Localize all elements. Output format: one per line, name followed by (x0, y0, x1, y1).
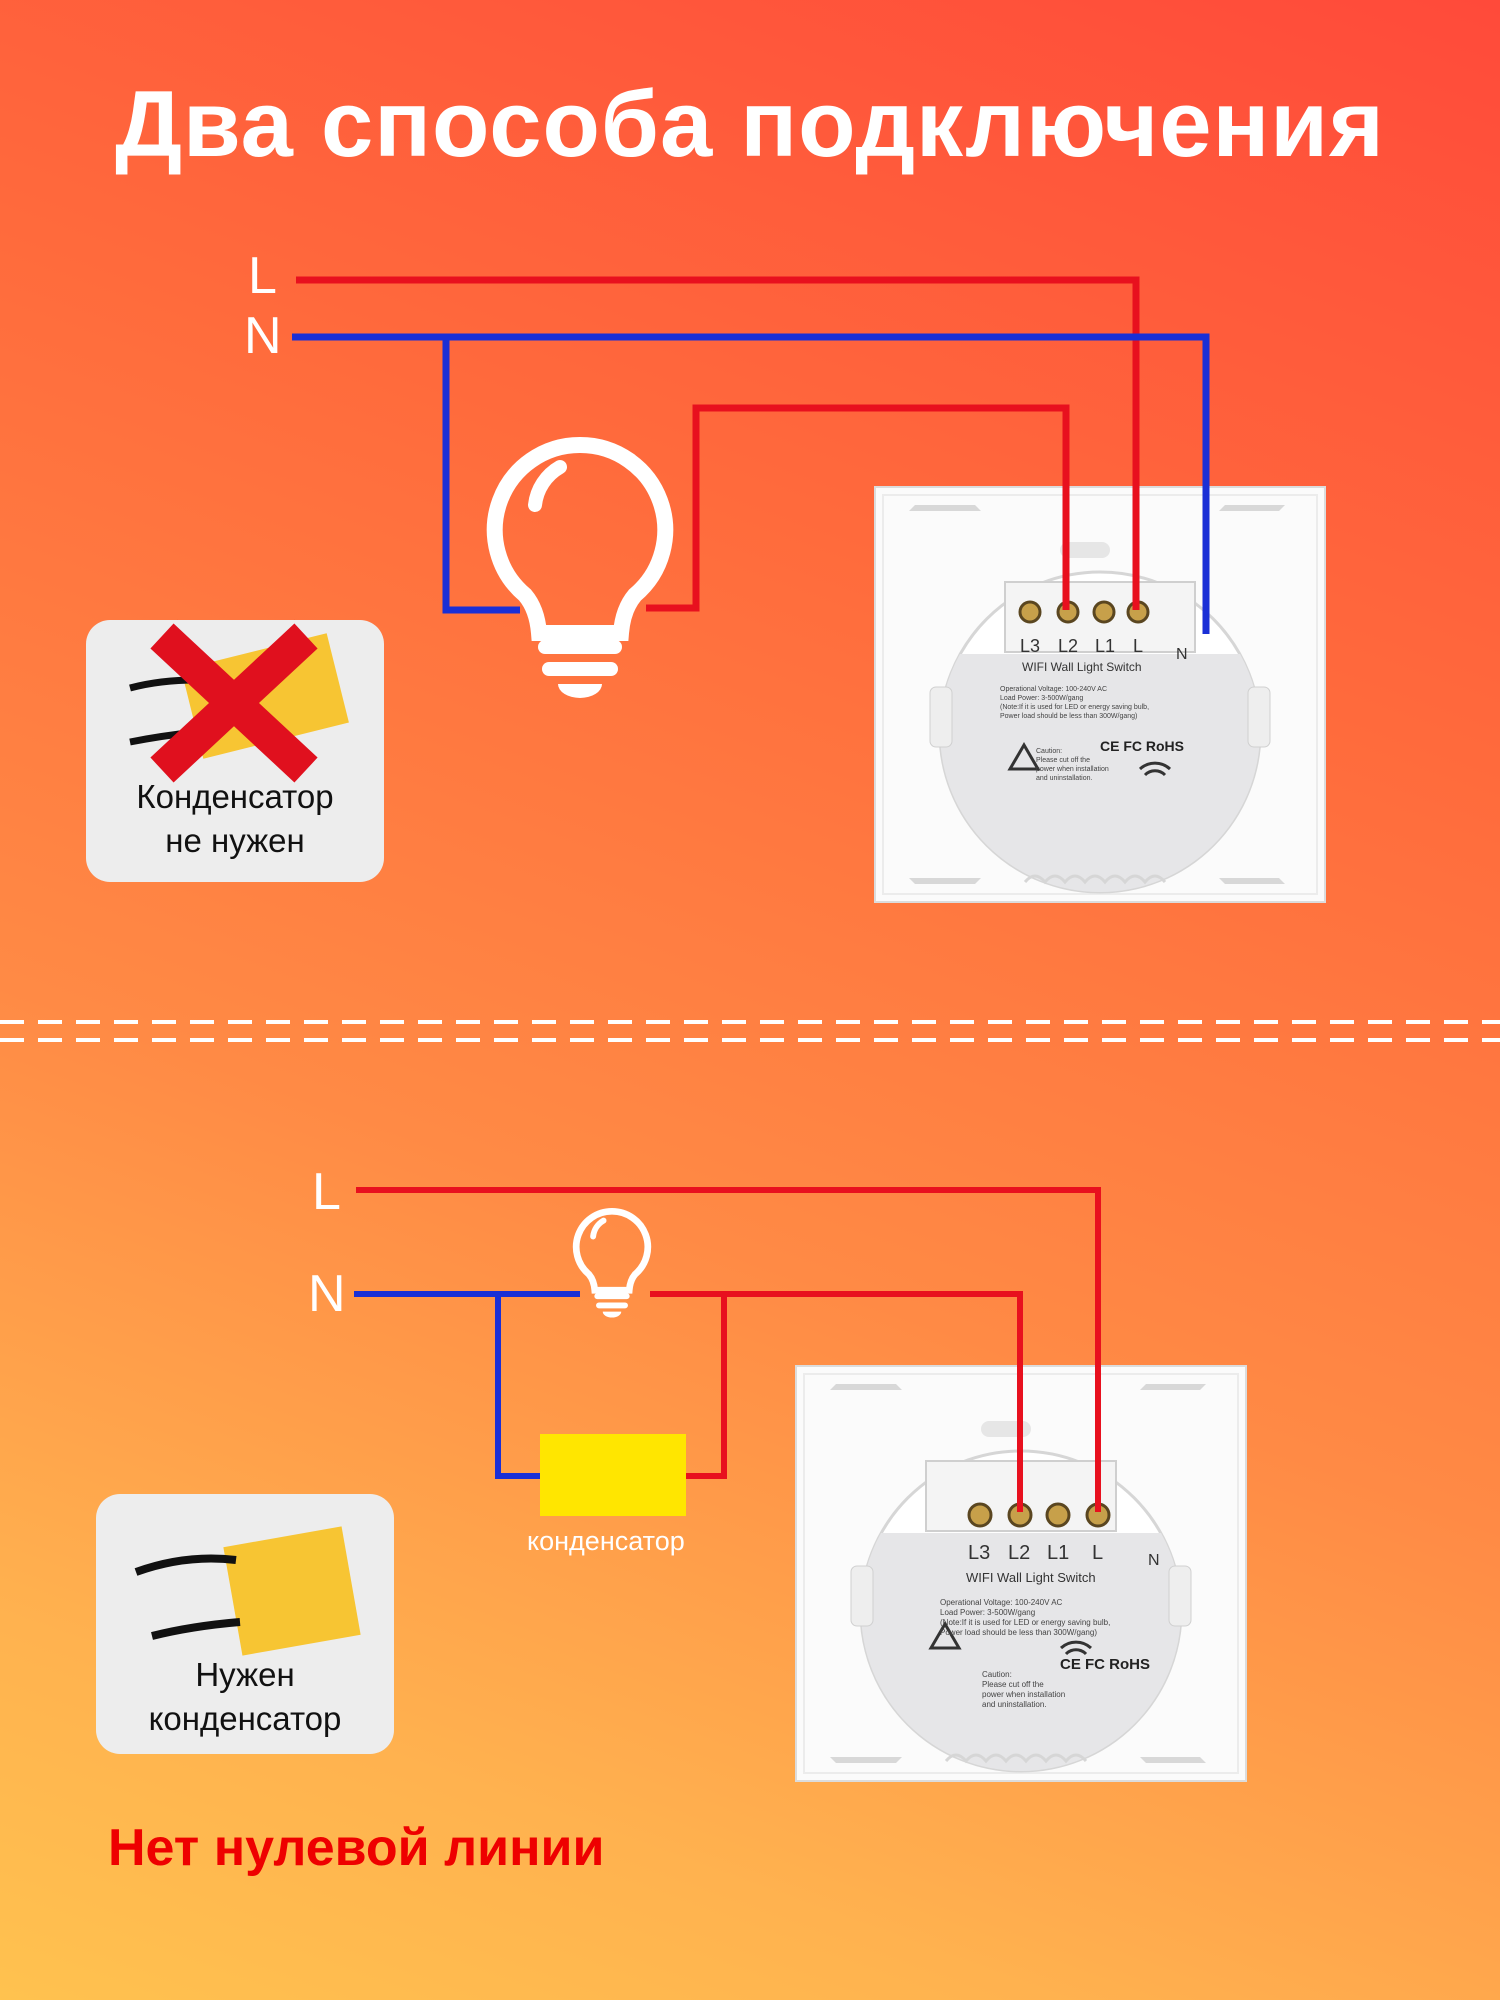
terminal-label: L1 (1047, 1542, 1070, 1564)
terminal-label: L2 (1058, 636, 1079, 656)
caution-line: and uninstallation. (982, 1700, 1047, 1709)
capacitor-block (540, 1434, 686, 1516)
wires-bottom (354, 1187, 1101, 1512)
cert-marks: CE FC RoHS (1100, 738, 1184, 754)
caution-line: Caution: (982, 1670, 1012, 1679)
caution-line: and uninstallation. (1036, 775, 1093, 782)
spec-line: Operational Voltage: 100-240V AC (940, 1598, 1063, 1607)
terminal-label: L3 (1020, 636, 1041, 656)
card-caption-line: не нужен (165, 822, 305, 859)
bulb-top-icon (495, 445, 665, 698)
capacitor-needed-card: Нужен конденсатор (96, 1494, 394, 1754)
spec-line: Operational Voltage: 100-240V AC (1000, 686, 1108, 693)
bulb-bottom-icon (576, 1211, 648, 1317)
spec-line: Power load should be less than 300W/gang… (940, 1628, 1097, 1637)
wires-top (292, 276, 1210, 634)
terminal-label: N (1176, 646, 1188, 663)
caution-line: power when installation (1036, 766, 1109, 773)
terminal-label: L2 (1008, 1542, 1031, 1564)
footer-text: Нет нулевой линии (108, 1819, 605, 1877)
terminal-label: L3 (968, 1542, 991, 1564)
label-l-bottom: L (312, 1163, 341, 1221)
page-title: Два способа подключения (115, 71, 1385, 176)
label-n-top: N (244, 307, 282, 365)
label-n-bottom: N (308, 1265, 346, 1323)
spec-line: Load Power: 3-500W/gang (940, 1608, 1036, 1617)
card-caption-line: Нужен (195, 1656, 295, 1693)
label-l-top: L (248, 247, 277, 305)
spec-line: (Note:If it is used for LED or energy sa… (1000, 704, 1150, 711)
cert-marks: CE FC RoHS (1060, 1656, 1150, 1673)
spec-line: (Note:If it is used for LED or energy sa… (940, 1618, 1111, 1627)
caution-line: Please cut off the (982, 1680, 1044, 1689)
brand-line: WIFI Wall Light Switch (966, 1570, 1096, 1585)
no-capacitor-card: Конденсатор не нужен (86, 620, 384, 882)
spec-line: Load Power: 3-500W/gang (1000, 695, 1084, 702)
card-caption-line: конденсатор (148, 1700, 342, 1737)
section-divider (0, 1020, 1500, 1042)
caution-line: power when installation (982, 1690, 1066, 1699)
brand-line: WIFI Wall Light Switch (1022, 660, 1142, 674)
caution-line: Please cut off the (1036, 757, 1090, 764)
card-caption-line: Конденсатор (136, 778, 334, 815)
spec-line: Power load should be less than 300W/gang… (1000, 713, 1138, 720)
panel-top (873, 485, 1327, 904)
terminal-label: L1 (1095, 636, 1116, 656)
terminal-label: L (1092, 1542, 1104, 1564)
terminal-label: L (1133, 636, 1144, 656)
caution-line: Caution: (1036, 748, 1063, 755)
terminal-label: N (1148, 1552, 1160, 1569)
capacitor-label: конденсатор (527, 1526, 685, 1556)
